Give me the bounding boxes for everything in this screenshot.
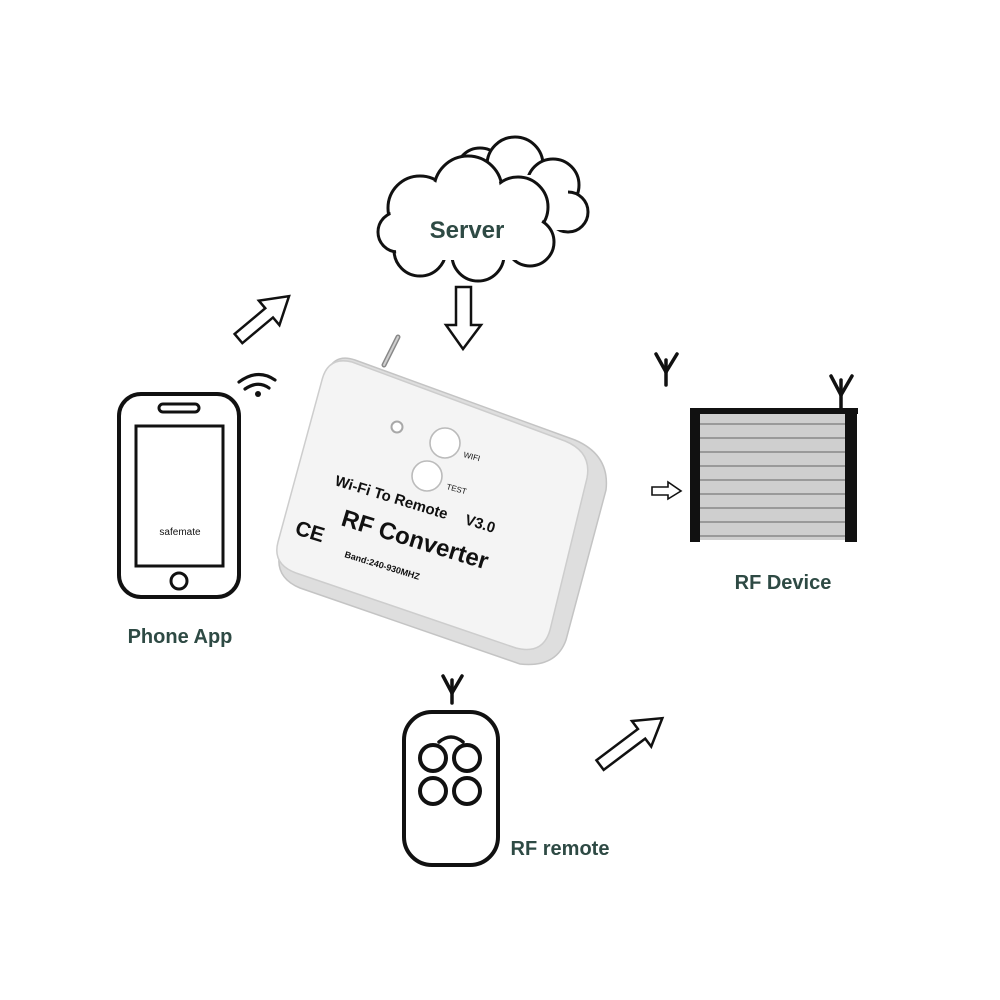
remote-top-button-icon xyxy=(437,735,465,744)
remote-antenna-icon xyxy=(441,674,464,705)
converter-led-icon xyxy=(390,420,404,434)
arrow-phone-to-server xyxy=(232,294,291,345)
phone-speaker-icon xyxy=(157,402,201,414)
rf-device-shutter xyxy=(654,352,858,542)
phone-home-button-icon xyxy=(169,571,189,591)
rf-converter-device: WIFI TEST Wi-Fi To Remote V3.0 RF Conver… xyxy=(276,334,608,666)
converter-antenna-icon xyxy=(381,334,401,368)
phone-app-label: Phone App xyxy=(128,626,233,648)
remote-button-4-icon xyxy=(452,776,482,806)
remote-button-3-icon xyxy=(418,776,448,806)
device-antenna-left-icon xyxy=(654,352,679,387)
phone-screen xyxy=(134,424,225,568)
cloud-front-icon xyxy=(376,154,556,283)
remote-button-2-icon xyxy=(452,743,482,773)
server-cloud: Server xyxy=(376,135,590,283)
converter-wifi-button xyxy=(429,427,461,459)
smartphone: safemate xyxy=(117,392,241,599)
shutter-left-post xyxy=(690,408,700,542)
shutter-slat-lines xyxy=(699,423,845,537)
rf-remote-label: RF remote xyxy=(511,838,610,860)
arrow-converter-to-device xyxy=(651,480,683,501)
wifi-icon xyxy=(237,372,277,397)
remote-body xyxy=(402,710,500,867)
remote-button-1-icon xyxy=(418,743,448,773)
shutter-slats xyxy=(699,412,845,540)
server-label: Server xyxy=(430,217,505,244)
arrow-remote-to-device xyxy=(594,716,665,772)
device-antenna-right-icon xyxy=(829,374,854,410)
rf-device-label: RF Device xyxy=(735,572,832,594)
arrow-server-to-converter xyxy=(443,285,484,352)
converter-wifi-label: WIFI xyxy=(462,450,481,463)
converter-test-button xyxy=(411,460,443,492)
shutter-top-bar xyxy=(690,408,858,414)
shutter-right-post xyxy=(845,408,857,542)
rf-remote xyxy=(402,674,500,867)
converter-face xyxy=(276,360,589,651)
phone-screen-text: safemate xyxy=(159,527,201,538)
